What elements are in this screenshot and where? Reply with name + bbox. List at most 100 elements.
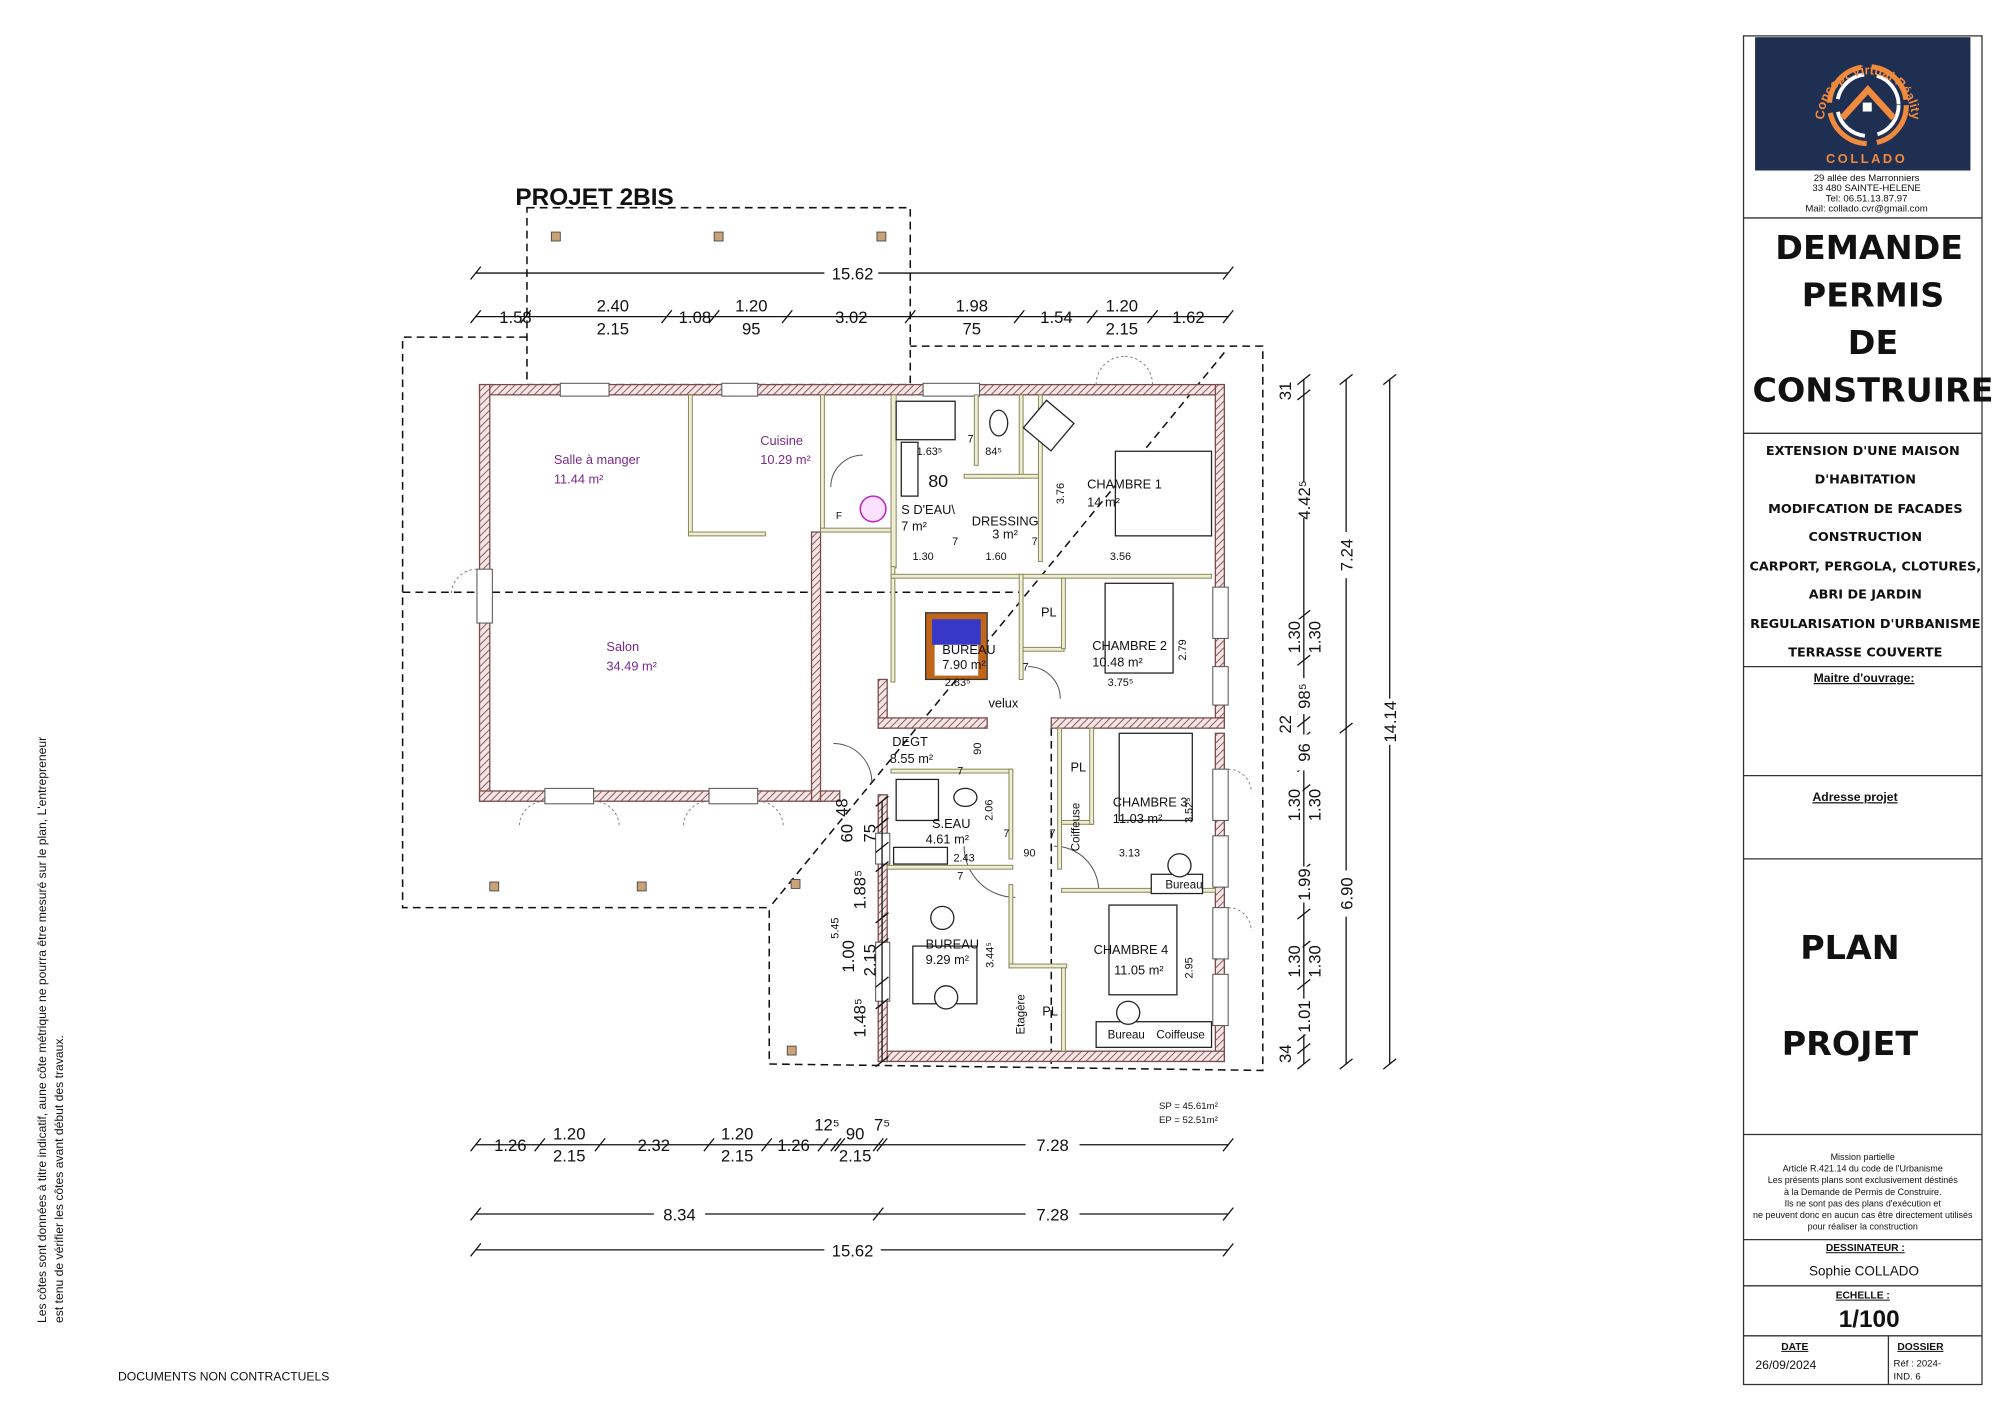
toilet (989, 409, 1009, 437)
svg-text:ABRI DE JARDIN: ABRI DE JARDIN (1809, 588, 1922, 603)
dimension-tick (1222, 266, 1234, 280)
dim-label: 3.13 (1119, 847, 1140, 859)
dim-label: 1.60 (986, 551, 1007, 563)
echelle-label: ECHELLE : (1836, 1291, 1890, 1302)
dim-label: 60 (838, 824, 857, 843)
dossier-label: DOSSIER (1897, 1342, 1944, 1353)
dim-label: 2.15 (553, 1146, 585, 1165)
dim-label: 3.75⁵ (1108, 677, 1134, 689)
svg-text:Mail: collado.cvr@gmail.com: Mail: collado.cvr@gmail.com (1805, 204, 1927, 215)
svg-text:Tel: 06.51.13.87.97: Tel: 06.51.13.87.97 (1826, 193, 1908, 204)
company-address: 29 allée des Marronniers 33 480 SAINTE-H… (1805, 173, 1927, 215)
dimension-tick (1297, 1043, 1311, 1055)
dim-label: 1.54 (1040, 308, 1072, 327)
dimension-tick (875, 860, 889, 873)
dimension-tick (1222, 1207, 1234, 1221)
dim-label: 3.44⁵ (985, 942, 997, 968)
dimension-tick (470, 1137, 482, 1152)
dim-label: 7 (1003, 828, 1009, 840)
project-description: EXTENSION D'UNE MAISON D'HABITATION MODI… (1750, 444, 1982, 660)
dim-label: 84⁵ (985, 446, 1002, 458)
bed-chambre-4 (1108, 904, 1178, 996)
double-sink (900, 441, 919, 497)
fixture-label: Coiffeuse (1156, 1029, 1204, 1041)
room-area: 10.29 m² (760, 452, 811, 467)
room-area: 7.90 m² (942, 657, 986, 672)
dim-label: 5.45 (829, 918, 841, 939)
surface-ep: EP = 52.51m² (1159, 1115, 1219, 1126)
dim-label: 1.62 (1172, 308, 1204, 327)
dim-label: 1.20 (721, 1125, 753, 1144)
dim-label: 2.32 (638, 1136, 670, 1155)
room-area: 8.55 m² (890, 751, 934, 766)
room-area: 11.44 m² (554, 471, 604, 486)
dimension-tick (761, 1137, 773, 1152)
dim-label: 1.26 (494, 1136, 526, 1155)
dimension-tick (703, 1137, 715, 1152)
fixture-label: Bureau (1165, 879, 1202, 891)
fixture-label: velux (988, 696, 1018, 711)
room-name: Salle à manger (554, 452, 641, 467)
interior-partitions (687, 394, 1216, 1052)
dimension-tick (875, 912, 889, 924)
dim-label: 34 (1276, 1045, 1295, 1064)
dim-label: 7 (957, 765, 963, 777)
dimension-tick (1339, 373, 1353, 386)
dimension-tick (470, 1207, 482, 1221)
dimension-tick (1297, 1058, 1311, 1070)
dimension-tick (875, 795, 889, 807)
plan-type-line2: PROJET (1782, 1024, 1919, 1063)
toilet-2 (953, 787, 978, 807)
svg-text:DEMANDE: DEMANDE (1775, 228, 1963, 267)
dimension-tick (1297, 908, 1311, 920)
dim-label: 1.30 (912, 551, 933, 563)
room-area: 34.49 m² (606, 658, 657, 673)
dossier-index: IND. 6 (1894, 1371, 1921, 1382)
side-note-line1: Les côtes sont données à titre indicatif… (35, 737, 49, 1323)
room-area: 7 m² (901, 519, 927, 534)
dim-label: 7.28 (1036, 1136, 1068, 1155)
dim-label: 3.52⁵ (1183, 797, 1195, 823)
svg-text:DE: DE (1848, 323, 1898, 362)
dim-label: 1.30 (1285, 621, 1304, 653)
svg-text:CARPORT, PERGOLA, CLOTURES,: CARPORT, PERGOLA, CLOTURES, (1750, 559, 1982, 574)
dimension-lines (470, 266, 1397, 1257)
dimension-tick (875, 1055, 889, 1068)
dimension-tick (1086, 309, 1098, 324)
room-area: 11.05 m² (1114, 962, 1164, 977)
dimension-tick (1013, 309, 1025, 324)
dim-label: 7 (967, 433, 973, 445)
dim-label: 1.08 (679, 308, 711, 327)
side-note-line2: est tenu de vérifier les côtes avant déb… (52, 1035, 66, 1323)
dim-label: 7.28 (1036, 1205, 1068, 1224)
dimension-tick (1382, 373, 1397, 386)
dashed-outlines (401, 206, 1264, 1072)
armchair (1022, 399, 1075, 452)
dim-label: 1.58 (499, 308, 531, 327)
dimension-tick (875, 998, 889, 1010)
dim-label: 3.02 (835, 308, 867, 327)
dim-label: 12⁵ (814, 1116, 839, 1135)
svg-text:Mission partielle: Mission partielle (1831, 1152, 1895, 1162)
dim-label: 31 (1276, 382, 1295, 401)
company-logo: Concept Virtual Réality COLLADO (1755, 37, 1971, 171)
room-name: S.EAU (932, 816, 970, 831)
fixture-label: Etagère (1015, 994, 1027, 1034)
bed-chambre-2 (1104, 582, 1174, 674)
room-name: CHAMBRE 1 (1087, 476, 1162, 491)
dimension-tick (1222, 1243, 1234, 1257)
dim-label: 2.40 (597, 297, 629, 316)
plan-title: PROJET 2BIS (515, 184, 673, 211)
dimension-tick (1297, 609, 1311, 621)
dimension-tick (1146, 309, 1159, 324)
stair-steps (932, 619, 981, 645)
fixture-label: F (836, 511, 842, 522)
dim-label: 3.76 (1055, 483, 1067, 504)
room-name: BUREAU (942, 642, 995, 657)
room-name: DEGT (892, 734, 928, 749)
dim-label: 96 (1295, 743, 1314, 762)
bed-chambre-1 (1114, 450, 1213, 537)
dim-label: 15.62 (832, 1241, 874, 1260)
dimension-tick (781, 309, 793, 324)
